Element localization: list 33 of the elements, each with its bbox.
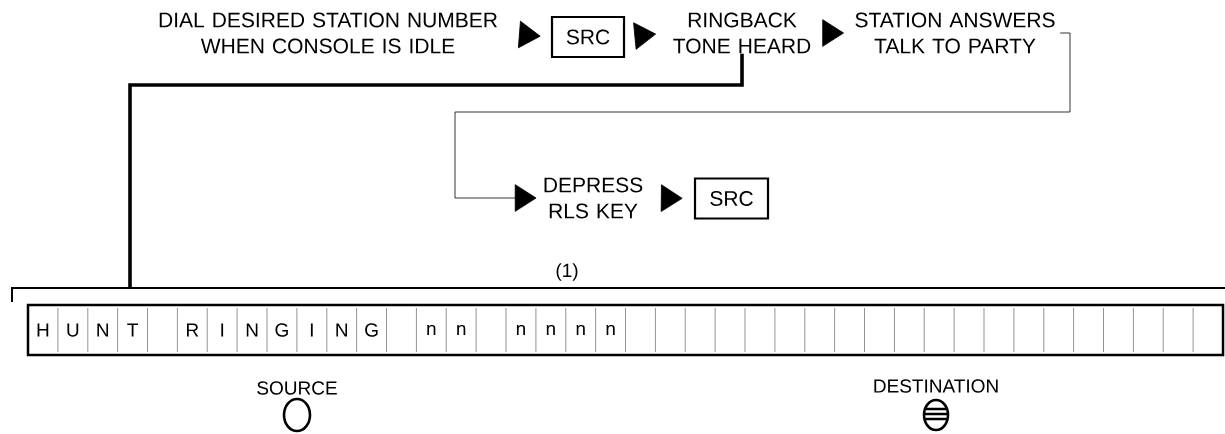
arrow [633, 22, 656, 50]
display-character: n [576, 324, 585, 336]
arrow [517, 20, 541, 49]
display-character: I [221, 323, 224, 337]
display-character: n [516, 324, 525, 336]
arrow [660, 184, 683, 212]
step-text: STATION ANSWERS TALK TO PARTY [855, 12, 1055, 54]
connector-line [128, 53, 744, 288]
display-character: R [187, 323, 199, 337]
step-text: DEPRESS RLS KEY [544, 177, 643, 219]
display-character: N [246, 323, 258, 337]
display-character: n [606, 324, 615, 336]
step-text: DIAL DESIRED STATION NUMBER WHEN CONSOLE IS IDLE [159, 12, 497, 54]
callout-number: (1) [556, 263, 578, 281]
display-character: G [365, 323, 378, 337]
display-character: U [67, 323, 79, 337]
display-character: N [336, 323, 347, 337]
display-character: G [275, 323, 288, 337]
display-character: T [127, 323, 138, 337]
lamp-label: SOURCE [257, 381, 337, 395]
display-character: n [457, 324, 466, 336]
display-character: N [97, 323, 108, 337]
key-box: SRC [550, 15, 626, 59]
display-character: H [37, 323, 49, 337]
step-text: RINGBACK TONE HEARD [673, 12, 811, 54]
display-character: n [427, 324, 436, 336]
display-panel [11, 287, 1225, 357]
arrow [822, 19, 844, 47]
lamp-label: DESTINATION [874, 379, 998, 393]
display-character: n [546, 324, 555, 336]
arrow [454, 32, 1071, 212]
key-box: SRC [693, 177, 770, 220]
display-character: I [310, 323, 313, 337]
